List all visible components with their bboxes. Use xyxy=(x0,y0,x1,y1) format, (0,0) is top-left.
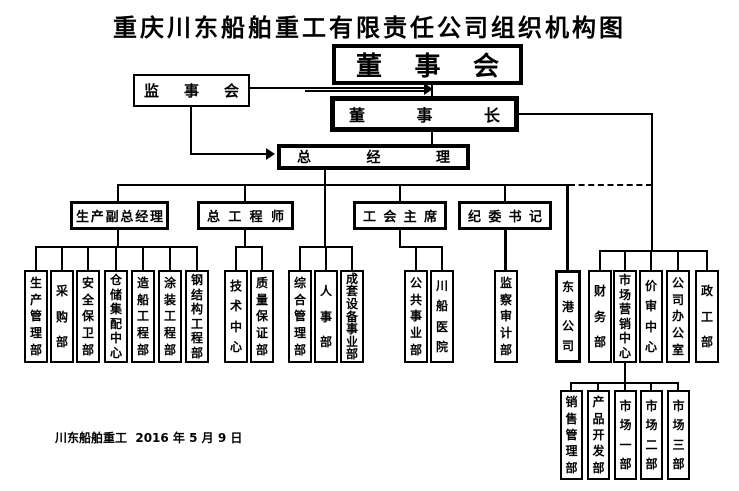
drop-dept xyxy=(624,252,626,270)
dept-supervision-audit: 监察审计部 xyxy=(494,270,518,363)
dept-price-audit-center: 价审中心 xyxy=(639,270,663,363)
drop-dept xyxy=(87,248,89,270)
drop-dept xyxy=(570,384,572,390)
dept-security-guard: 安全保卫部 xyxy=(76,270,100,363)
dept-technology-center: 技术中心 xyxy=(224,270,248,363)
drop-dept xyxy=(650,384,652,390)
feed-production-group xyxy=(117,230,119,248)
drop-union-chairman xyxy=(399,186,401,201)
connector-marketing-group xyxy=(570,382,679,384)
drop-dept xyxy=(351,248,353,270)
dept-public-utilities: 公共事业部 xyxy=(404,270,428,363)
box-production-deputy-gm: 生产副总经理 xyxy=(70,201,169,230)
dept-sales-management: 销售管理部 xyxy=(560,390,583,480)
box-board-of-directors: 董事会 xyxy=(332,44,523,85)
drop-discipline xyxy=(504,186,506,201)
footer-date: 川东船舶重工 2016 年 5 月 9 日 xyxy=(55,431,243,445)
dept-hr: 人事部 xyxy=(314,270,338,363)
drop-dept xyxy=(299,248,301,270)
dept-political-work: 政工部 xyxy=(695,270,719,363)
drop-dept xyxy=(169,248,171,270)
feed-union-group xyxy=(399,230,401,248)
page-title: 重庆川东船舶重工有限责任公司组织机构图 xyxy=(113,14,626,42)
box-supervisory-board: 监事会 xyxy=(133,74,250,107)
dept-finance: 财务部 xyxy=(588,270,612,363)
drop-dept xyxy=(599,252,601,270)
drop-production-gm xyxy=(117,186,119,201)
arrow-supervisory-down xyxy=(190,107,192,155)
dept-product-development: 产品开发部 xyxy=(587,390,610,480)
connector-chairman-right xyxy=(519,113,653,115)
arrow-supervisory-to-board-line xyxy=(250,87,426,89)
drop-dept xyxy=(261,248,263,270)
dept-production-management: 生产管理部 xyxy=(24,270,48,363)
connector-right-vertical xyxy=(651,113,653,250)
dept-marketing-center: 市场营销中心 xyxy=(613,270,637,363)
dept-shipbuilding-engineering: 造船工程部 xyxy=(131,270,155,363)
feed-supervision-audit xyxy=(504,230,507,270)
dept-steel-structure-engineering: 钢结构工程部 xyxy=(185,270,209,363)
dept-complete-equipment: 成套设备事业部 xyxy=(340,270,364,363)
box-union-chairman: 工会主席 xyxy=(353,201,447,230)
connector-chairman-gm xyxy=(431,132,433,144)
drop-dept xyxy=(325,248,327,270)
drop-dept xyxy=(196,248,198,270)
drop-dept xyxy=(624,384,626,390)
drop-dept xyxy=(677,252,679,270)
dept-market-1: 市场一部 xyxy=(614,390,637,480)
drop-dept xyxy=(706,252,708,270)
connector-chairman-group xyxy=(599,250,708,252)
drop-dept xyxy=(415,248,417,270)
drop-dept xyxy=(677,384,679,390)
drop-dept xyxy=(441,248,443,270)
drop-dept xyxy=(35,248,37,270)
drop-gm-group xyxy=(324,186,326,248)
drop-dept xyxy=(650,252,652,270)
dept-market-2: 市场二部 xyxy=(640,390,663,480)
connector-main-horizontal xyxy=(117,184,569,186)
dept-procurement: 采购部 xyxy=(50,270,74,363)
connector-dashed xyxy=(569,184,652,186)
connector-engineer-group xyxy=(235,246,263,248)
drop-chief-engineer xyxy=(244,186,246,201)
drop-dept xyxy=(597,384,599,390)
dept-market-3: 市场三部 xyxy=(667,390,690,480)
box-chairman: 董事长 xyxy=(330,96,519,132)
dept-cs-hospital: 川船医院 xyxy=(430,270,454,363)
drop-dept xyxy=(142,248,144,270)
box-chief-engineer: 总工程师 xyxy=(197,201,294,230)
arrow-supervisory-to-gm-line xyxy=(190,153,267,155)
feed-marketing-group xyxy=(624,363,626,384)
feed-engineer-group xyxy=(244,230,246,248)
arrowhead-right-icon xyxy=(424,83,433,95)
dept-painting-engineering: 涂装工程部 xyxy=(158,270,182,363)
dept-company-office: 公司办公室 xyxy=(666,270,690,363)
arrowhead-right-icon xyxy=(266,148,275,160)
box-general-manager: 总经理 xyxy=(277,144,470,170)
connector-gm-group xyxy=(299,246,353,248)
connector-union-group xyxy=(399,246,443,248)
connector-gm-down xyxy=(324,170,326,186)
box-discipline-secretary: 纪委书记 xyxy=(458,201,552,230)
box-donggang-company: 东港公司 xyxy=(555,270,581,363)
drop-dept xyxy=(61,248,63,270)
drop-dept xyxy=(115,248,117,270)
drop-donggang xyxy=(566,186,569,270)
arrow-supervisory-to-board-line2 xyxy=(305,90,427,92)
connector-production-group xyxy=(35,246,198,248)
dept-general-management: 综合管理部 xyxy=(288,270,312,363)
dept-warehousing-center: 仓储集配中心 xyxy=(104,270,128,363)
drop-dept xyxy=(235,248,237,270)
dept-quality-assurance: 质量保证部 xyxy=(250,270,274,363)
